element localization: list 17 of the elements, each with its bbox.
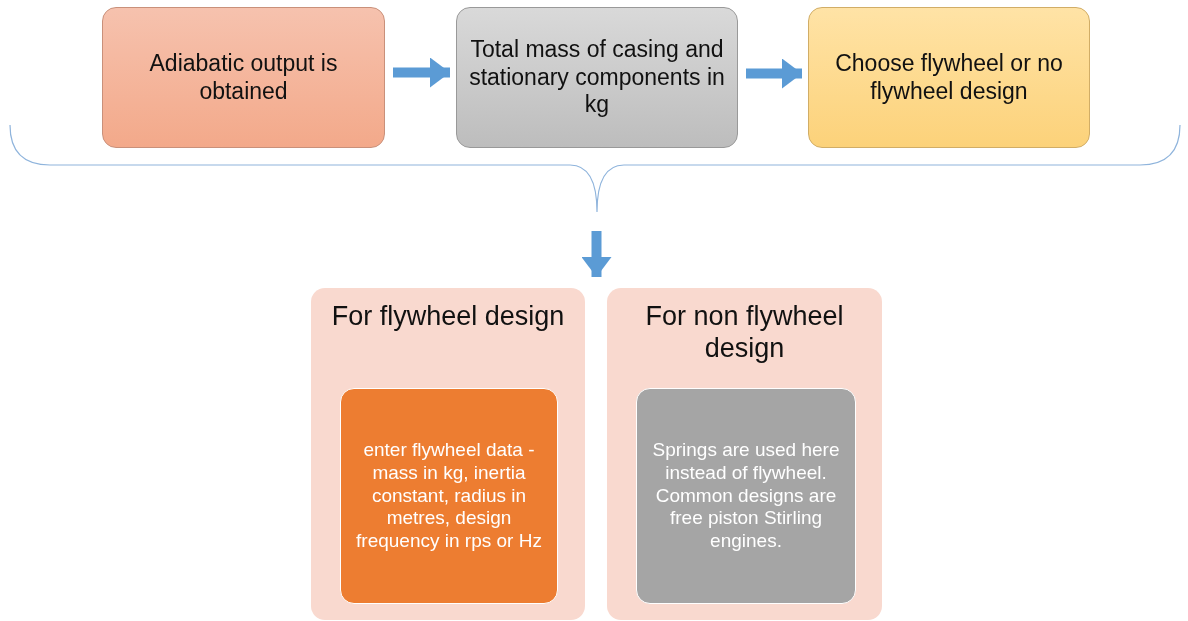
data-box [340,388,558,604]
block-arrow [393,57,450,88]
box-text: Choose flywheel or no flywheel design [834,49,1064,106]
process-box [456,7,738,148]
process-box [808,7,1090,148]
block-arrow [746,58,802,89]
note-box [636,388,856,604]
process-box [102,7,385,148]
box-text: enter flywheel data - mass in kg, inertia constant, radius in metres, design frequency in rps or Hz [355,439,543,553]
box-text: Springs are used here instead of flywheel. Common designs are free piston Stirling engines. [651,439,841,553]
panel-heading: For non flywheel design [644,300,845,365]
group-panel [311,288,585,620]
group-panel [607,288,882,620]
panel-heading: For flywheel design [331,300,565,333]
box-text: Total mass of casing and stationary components in kg [468,36,726,119]
block-arrow [581,231,612,277]
box-text: Adiabatic output is obtained [148,49,339,106]
